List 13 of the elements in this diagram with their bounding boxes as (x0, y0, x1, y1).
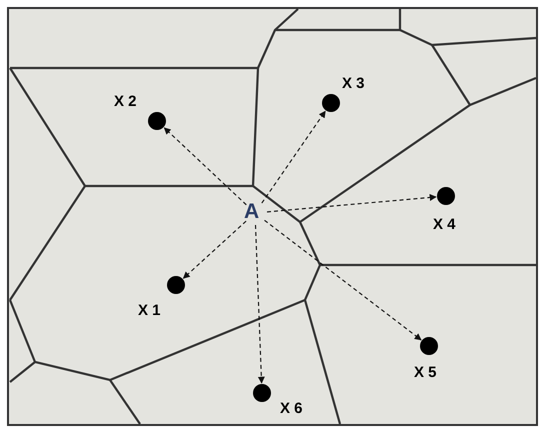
point-label: X 6 (280, 400, 303, 418)
point-label: X 1 (138, 302, 161, 320)
arrow (182, 220, 246, 279)
point-label: X 2 (114, 93, 137, 111)
point-label: X 5 (414, 364, 437, 382)
arrow (254, 224, 265, 384)
arrow (266, 194, 437, 212)
point-label: X 3 (342, 75, 365, 93)
point-label: A (244, 201, 260, 223)
arrow (261, 110, 326, 204)
point-label: X 4 (433, 216, 456, 234)
arrow (164, 127, 247, 206)
arrow (264, 220, 422, 340)
